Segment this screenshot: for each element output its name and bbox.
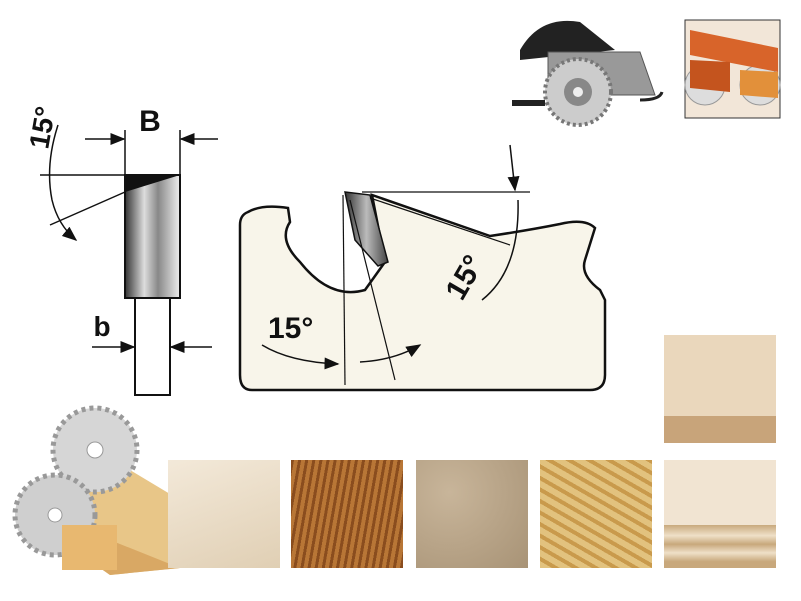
tooth-tip [124,174,181,299]
material-mdf [664,335,776,443]
material-hardwood [291,460,403,568]
blade-profile: 15° 15° [238,144,607,392]
application-photo [684,19,781,119]
material-softwood [168,460,280,568]
profile-outline [238,193,607,392]
width-B-label: B [139,105,161,138]
saw-blades-photo [12,405,180,575]
material-plywood [664,460,776,568]
blade-body [134,297,171,396]
angle-left-label: 15° [23,104,61,151]
angle-bottom-label: 15° [268,312,313,345]
circular-saw-icon [512,20,664,127]
carbide-tip [344,191,389,267]
material-osb [540,460,652,568]
tooth-cross-section: B b 15° [23,104,218,396]
material-chipboard [416,460,528,568]
width-b-label: b [93,311,110,342]
